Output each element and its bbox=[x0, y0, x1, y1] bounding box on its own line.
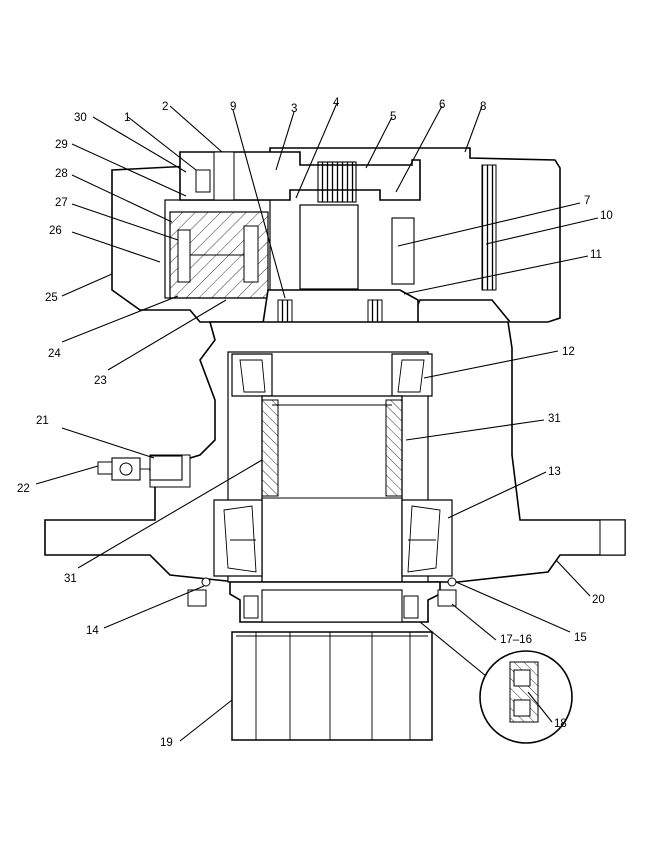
label-10: 10 bbox=[600, 210, 613, 222]
label-22: 22 bbox=[17, 483, 30, 495]
sun-gear-upper bbox=[299, 161, 415, 290]
leader-lines bbox=[35, 102, 599, 742]
label-12: 12 bbox=[562, 346, 575, 358]
upper-planet-carrier bbox=[169, 211, 269, 299]
bottom-cover bbox=[187, 577, 457, 623]
label-7: 7 bbox=[584, 195, 590, 207]
label-19: 19 bbox=[160, 737, 173, 749]
label-21: 21 bbox=[36, 415, 49, 427]
label-24: 24 bbox=[48, 348, 61, 360]
motor-flange bbox=[179, 151, 421, 201]
label-20: 20 bbox=[592, 594, 605, 606]
lower-bearing bbox=[213, 499, 453, 577]
label-25: 25 bbox=[45, 292, 58, 304]
label-29: 29 bbox=[55, 139, 68, 151]
grease-fitting bbox=[97, 455, 183, 481]
label-8: 8 bbox=[480, 101, 486, 113]
label-14: 14 bbox=[86, 625, 99, 637]
output-shaft bbox=[261, 395, 403, 583]
label-23: 23 bbox=[94, 375, 107, 387]
label-26: 26 bbox=[49, 225, 62, 237]
label-30: 30 bbox=[74, 112, 87, 124]
label-17-16: 17–16 bbox=[500, 634, 532, 646]
label-6: 6 bbox=[439, 99, 445, 111]
label-13: 13 bbox=[548, 466, 561, 478]
label-5: 5 bbox=[390, 111, 396, 123]
label-31-lower: 31 bbox=[64, 573, 77, 585]
label-1: 1 bbox=[124, 112, 130, 124]
label-15: 15 bbox=[574, 632, 587, 644]
label-11: 11 bbox=[590, 249, 602, 261]
output-pinion bbox=[231, 631, 433, 741]
seal-detail-view bbox=[419, 621, 573, 744]
label-4: 4 bbox=[333, 97, 340, 109]
label-9: 9 bbox=[230, 101, 236, 113]
part-labels: 30 1 2 9 3 4 5 6 8 29 28 27 26 25 24 23 … bbox=[17, 97, 613, 749]
label-28: 28 bbox=[55, 168, 68, 180]
label-27: 27 bbox=[55, 197, 68, 209]
label-3: 3 bbox=[291, 103, 297, 115]
label-31-upper: 31 bbox=[548, 413, 561, 425]
label-2: 2 bbox=[162, 101, 168, 113]
label-18: 18 bbox=[554, 718, 567, 730]
upper-bearing bbox=[231, 353, 433, 397]
